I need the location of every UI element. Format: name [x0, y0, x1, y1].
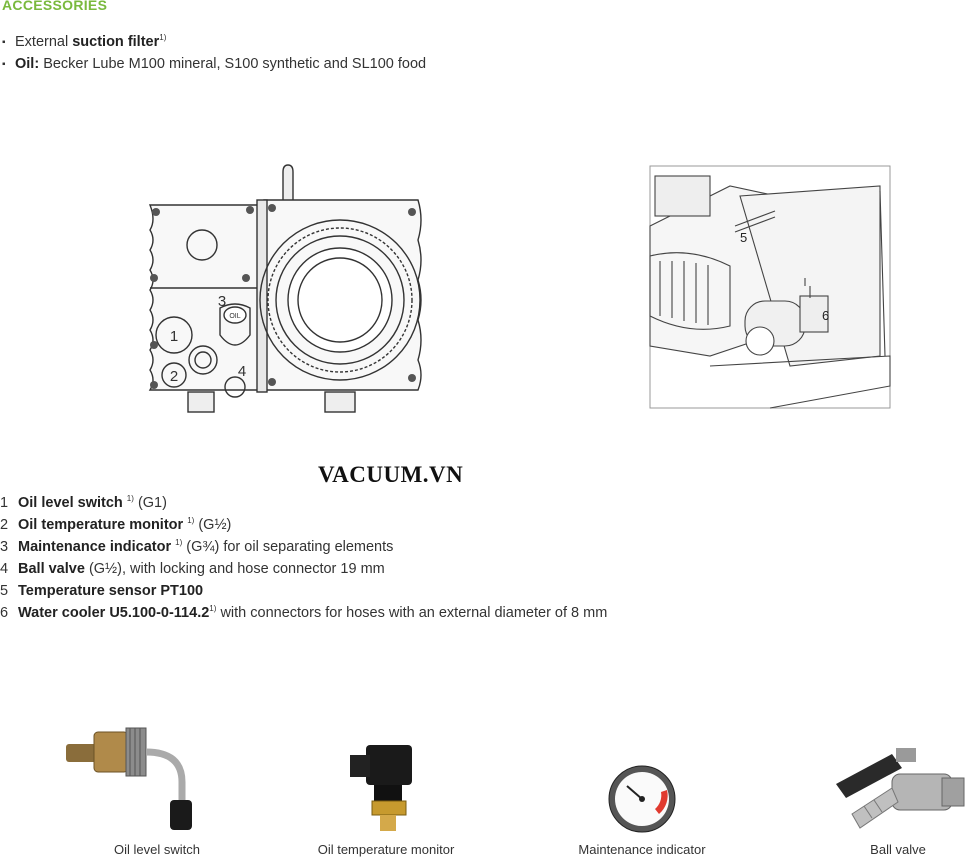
- section-heading: ACCESSORIES: [2, 0, 108, 13]
- caption-oil-level-switch: Oil level switch: [114, 842, 200, 857]
- caption-maintenance-indicator: Maintenance indicator: [578, 842, 706, 857]
- callout-1: 1: [170, 328, 178, 345]
- caption-ball-valve: Ball valve: [870, 842, 926, 857]
- list-item: ▪Oil: Becker Lube M100 mineral, S100 syn…: [2, 56, 427, 72]
- callout-6: 6: [822, 308, 829, 323]
- oil-badge: OIL: [229, 313, 240, 320]
- watermark: VACUUM.VN: [318, 462, 464, 487]
- accessories-list: ▪External suction filter1) ▪Oil: Becker …: [2, 27, 427, 72]
- callout-2: 2: [170, 368, 178, 385]
- caption-oil-temperature-monitor: Oil temperature monitor: [317, 842, 455, 857]
- callout-3: 3: [218, 293, 226, 310]
- maintenance-indicator-image: [608, 765, 676, 833]
- ball-valve-image: [836, 748, 965, 829]
- pump-front-diagram: 1 2 3 4 OIL: [148, 164, 422, 413]
- oil-level-switch-image: [66, 727, 192, 830]
- callout-4: 4: [238, 363, 246, 380]
- oil-temperature-monitor-image: [350, 745, 412, 831]
- pump-side-diagram: 5 6: [649, 165, 891, 409]
- list-item: ▪External suction filter1): [2, 33, 167, 50]
- callout-5: 5: [740, 230, 747, 245]
